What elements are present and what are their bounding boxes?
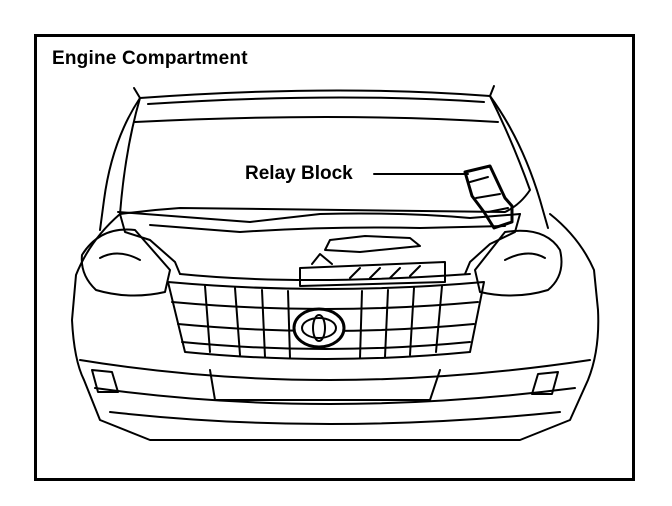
toyota-emblem-icon [292, 307, 346, 349]
open-hood [119, 85, 531, 215]
diagram-title: Engine Compartment [52, 48, 248, 69]
cowl-panel [117, 211, 521, 281]
car-body [71, 95, 600, 441]
relay-block-label: Relay Block [245, 163, 353, 184]
left-headlight [80, 228, 171, 297]
right-headlight [474, 229, 563, 297]
relay-block-icon [463, 164, 514, 230]
engine-cover [299, 235, 446, 287]
front-bumper [79, 359, 591, 425]
